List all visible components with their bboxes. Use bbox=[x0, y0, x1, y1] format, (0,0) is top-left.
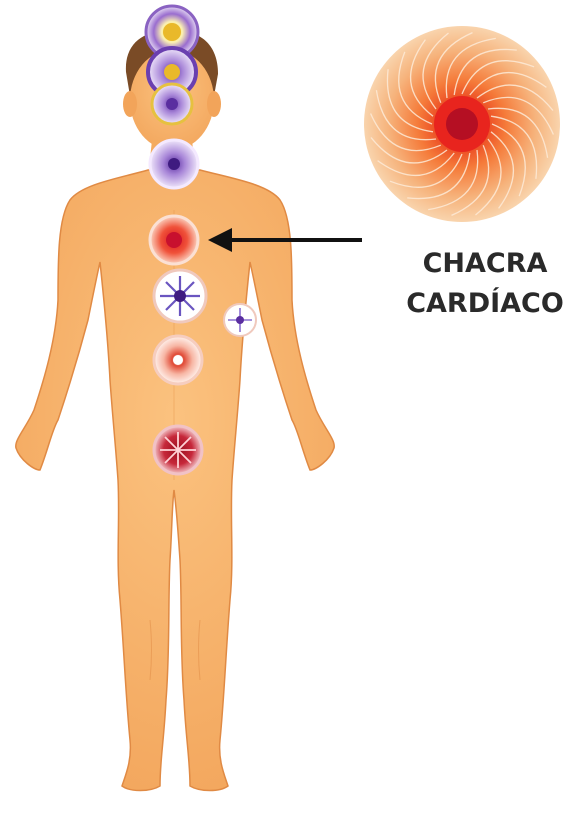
chakra-label-line-2: CARDÍACO bbox=[395, 284, 575, 324]
sacral-chakra-icon bbox=[154, 336, 202, 384]
spleen-chakra-icon bbox=[224, 304, 256, 336]
brow-chakra-icon bbox=[152, 84, 192, 124]
chakra-label-line-1: CHACRA bbox=[395, 244, 575, 284]
heart-chakra-mandala-icon bbox=[364, 26, 560, 222]
root-chakra-icon bbox=[154, 426, 202, 474]
throat-chakra-icon bbox=[150, 140, 198, 188]
solar-plexus-chakra-icon bbox=[154, 270, 206, 322]
chakra-label: CHACRA CARDÍACO bbox=[395, 244, 575, 324]
heart-chakra-icon bbox=[150, 216, 198, 264]
